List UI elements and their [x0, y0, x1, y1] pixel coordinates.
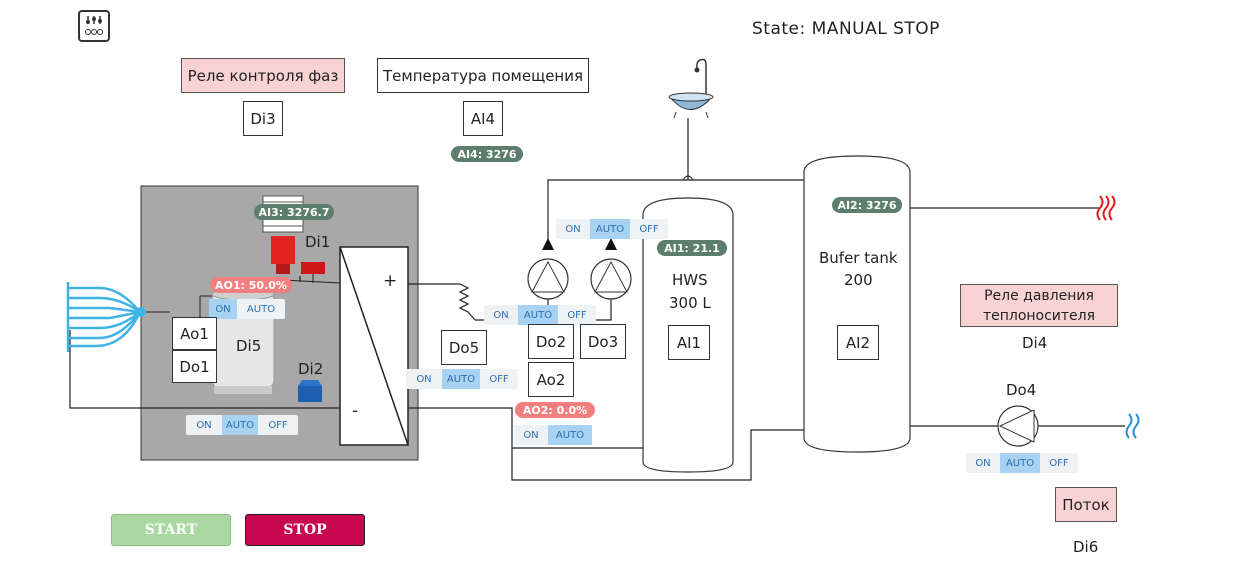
- di4-label: Di4: [1022, 334, 1048, 352]
- hws-title: HWS: [672, 271, 708, 289]
- hx-plus: +: [383, 271, 398, 291]
- pump-do3: [590, 238, 632, 300]
- di3-label: Di3: [243, 101, 283, 136]
- floor-coil-icon: [66, 282, 142, 352]
- ai2-reading: AI2: 3276: [832, 197, 902, 213]
- do3-label: Do3: [580, 324, 626, 359]
- buffer-title: Bufer tank: [819, 249, 898, 267]
- water-wave-icon: [1125, 413, 1140, 439]
- do5-mode-switch[interactable]: ON AUTO OFF: [406, 369, 518, 389]
- do4-label: Do4: [1006, 381, 1037, 399]
- do5u-off-option[interactable]: OFF: [567, 309, 587, 321]
- ao1-label: Ao1: [172, 317, 217, 350]
- pipe-return-left: [69, 330, 340, 409]
- settings-sliders-icon[interactable]: [78, 10, 110, 42]
- pump-off-option[interactable]: OFF: [639, 223, 659, 235]
- pump-on-option[interactable]: ON: [565, 223, 581, 235]
- pump-do4: [997, 405, 1039, 447]
- ai4-reading: AI4: 3276: [451, 146, 523, 162]
- ao2-mode-switch[interactable]: ON AUTO: [514, 425, 592, 445]
- radiator-icon: [1096, 195, 1116, 221]
- pump-mode-switch[interactable]: ON AUTO OFF: [556, 219, 668, 239]
- ao2-on-option[interactable]: ON: [523, 429, 539, 441]
- do5-on-option[interactable]: ON: [416, 373, 432, 385]
- compressor-auto-option[interactable]: AUTO: [222, 415, 258, 435]
- pipe-hws-bottom: [408, 407, 804, 481]
- pressure-relay-line1: Реле давления: [984, 287, 1094, 304]
- hx-minus: -: [352, 401, 359, 421]
- ai1-reading: AI1: 21.1: [657, 240, 727, 256]
- bathtub-icon: [668, 58, 714, 119]
- low-pressure-switch-icon: [298, 380, 322, 402]
- ao1-mode-switch[interactable]: ON AUTO: [209, 299, 285, 319]
- ai1-label: AI1: [668, 325, 710, 360]
- pressure-relay-line2: теплоносителя: [982, 307, 1096, 324]
- do5u-on-option[interactable]: ON: [493, 309, 509, 321]
- ao2-auto-option[interactable]: AUTO: [548, 425, 592, 445]
- ai3-reading: AI3: 3276.7: [254, 204, 334, 220]
- pipe-top: [547, 179, 804, 240]
- pressure-relay-title: Реле давления теплоносителя: [960, 284, 1118, 327]
- start-button[interactable]: START: [111, 514, 231, 546]
- ao1-auto-option[interactable]: AUTO: [246, 303, 276, 315]
- pump-auto-option[interactable]: AUTO: [590, 219, 630, 239]
- do5-off-option[interactable]: OFF: [489, 373, 509, 385]
- di6-label: Di6: [1073, 538, 1099, 556]
- do1-label: Do1: [172, 350, 217, 383]
- state-value: MANUAL STOP: [811, 19, 940, 39]
- di2-label: Di2: [298, 360, 324, 378]
- do2-label: Do2: [528, 324, 574, 359]
- compressor-off-option[interactable]: OFF: [268, 419, 288, 431]
- do4-off-option[interactable]: OFF: [1049, 457, 1069, 469]
- do4-auto-option[interactable]: AUTO: [1000, 453, 1040, 473]
- ai2-label: AI2: [837, 325, 879, 360]
- ao1-reading: AO1: 50.0%: [210, 277, 292, 293]
- pump-do2: [527, 238, 569, 300]
- stop-button[interactable]: STOP: [245, 514, 365, 546]
- ao2-reading: AO2: 0.0%: [515, 402, 595, 418]
- compressor-mode-switch[interactable]: ON AUTO OFF: [186, 415, 298, 435]
- di1-label: Di1: [305, 233, 331, 251]
- phase-relay-title: Реле контроля фаз: [181, 58, 345, 93]
- flow-title: Поток: [1055, 487, 1117, 522]
- ao2-label: Ao2: [528, 362, 574, 397]
- ai4-label: AI4: [463, 101, 503, 136]
- di5-label: Di5: [236, 337, 262, 355]
- room-temp-title: Температура помещения: [377, 58, 589, 93]
- do5-upper-mode-switch[interactable]: ON AUTO OFF: [484, 305, 596, 325]
- do5-label: Do5: [441, 330, 487, 365]
- hws-volume: 300 L: [669, 294, 711, 312]
- state-label: State:: [752, 19, 806, 39]
- do4-mode-switch[interactable]: ON AUTO OFF: [966, 453, 1078, 473]
- ao1-on-option[interactable]: ON: [209, 299, 237, 319]
- state-indicator: State: MANUAL STOP: [752, 19, 940, 39]
- high-pressure-switch-icon: [271, 236, 341, 284]
- buffer-volume: 200: [844, 271, 873, 289]
- do5-auto-option[interactable]: AUTO: [442, 369, 480, 389]
- do4-on-option[interactable]: ON: [975, 457, 991, 469]
- buffer-tank: [803, 155, 911, 453]
- compressor-on-option[interactable]: ON: [196, 419, 212, 431]
- do5u-auto-option[interactable]: AUTO: [518, 305, 558, 325]
